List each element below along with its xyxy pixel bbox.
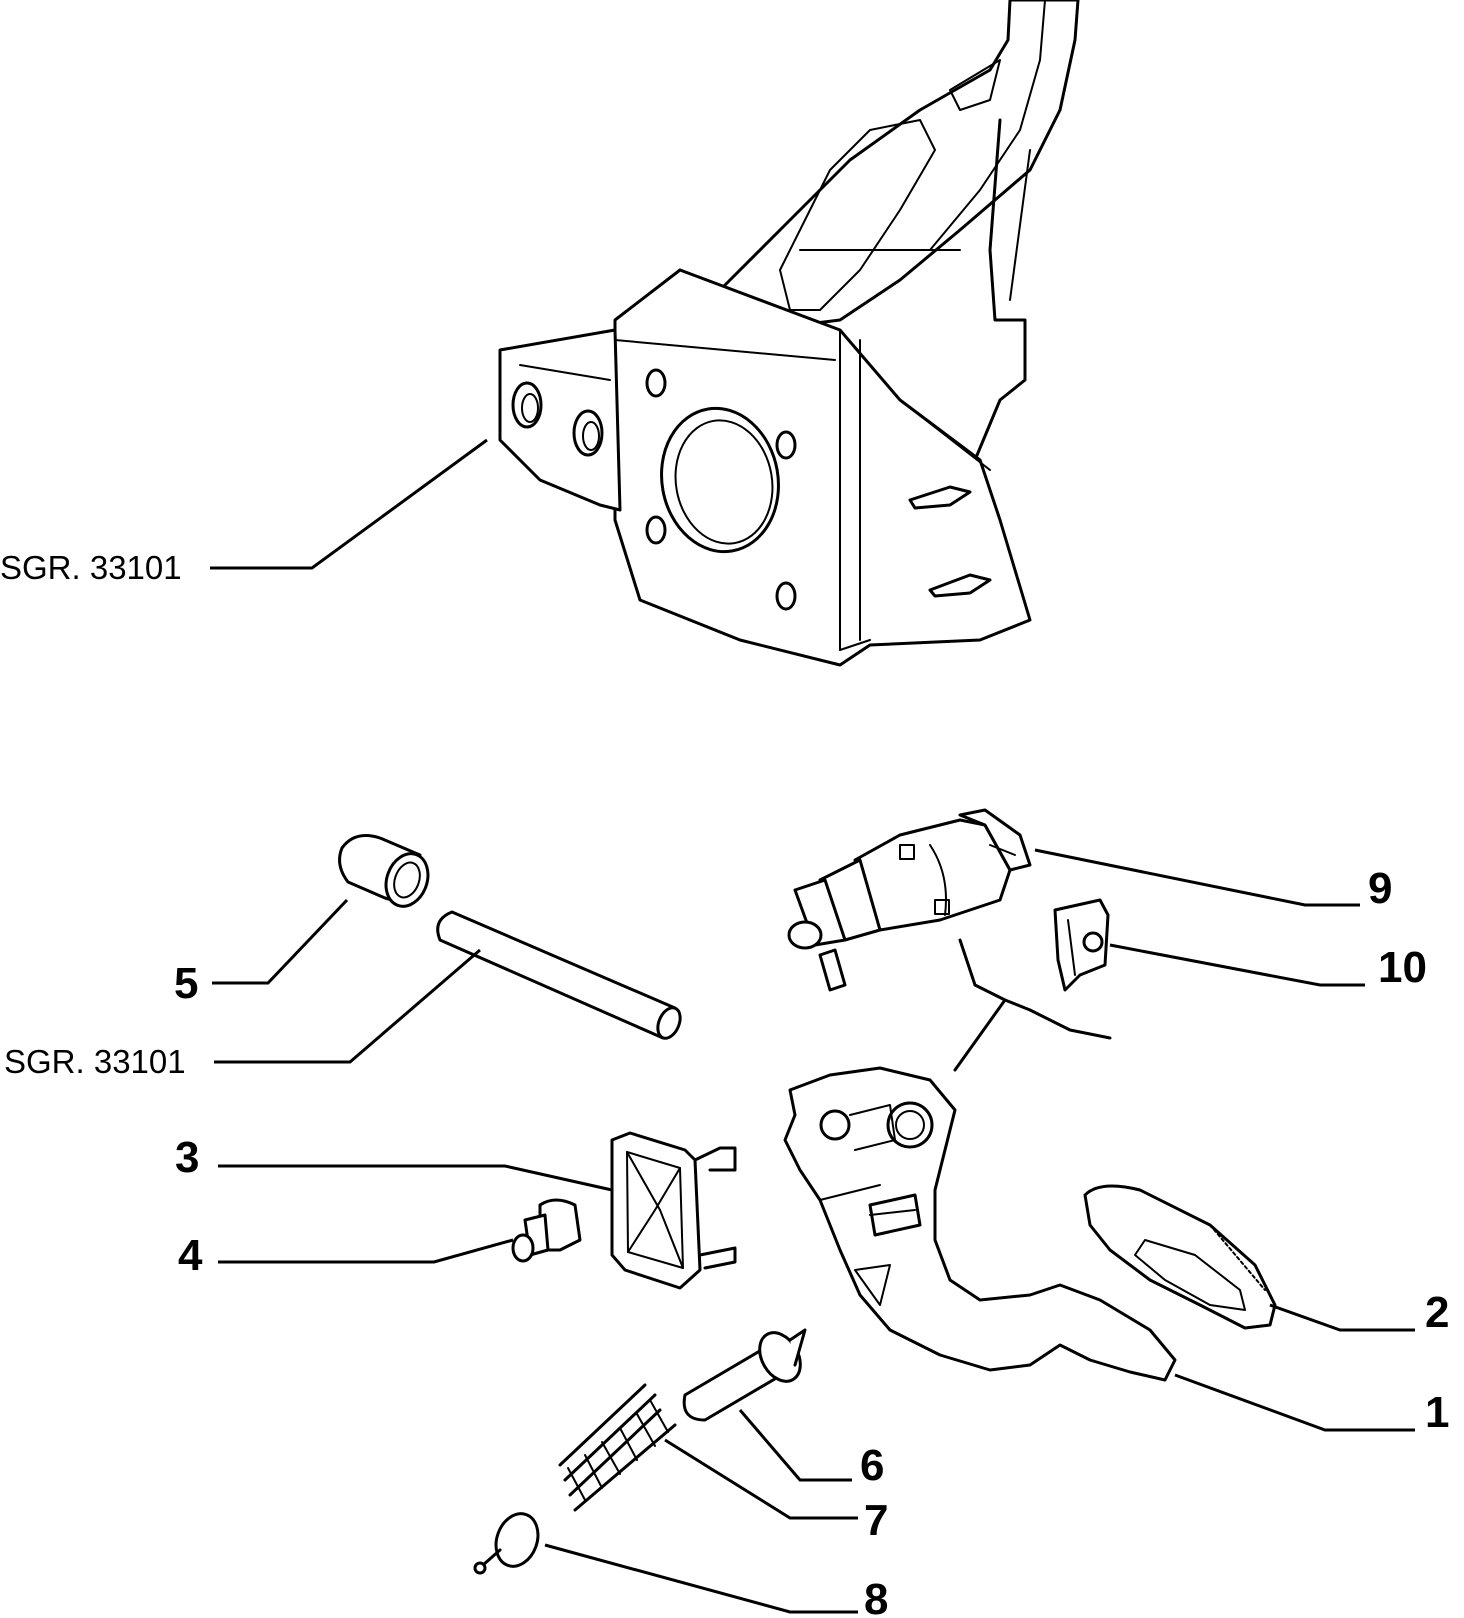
part-label-7: 7	[864, 1496, 888, 1545]
switch-wire-3	[1003, 998, 1032, 1012]
switch-wire-2	[1028, 1008, 1112, 1040]
part-label-1: 1	[1425, 1388, 1449, 1437]
leader-part-6	[738, 1409, 852, 1482]
pedal-bracket	[498, 0, 1080, 667]
leader-part-3	[218, 1164, 613, 1192]
bushing	[338, 834, 430, 908]
leader-part-7	[664, 1438, 858, 1520]
part-label-5: 5	[174, 959, 198, 1008]
retaining-clip	[1053, 898, 1110, 992]
leader-part-4	[218, 1238, 514, 1264]
leader-lines	[210, 438, 1415, 1614]
clutch-pedal-lever	[783, 1066, 1177, 1382]
leader-shaft-ref	[214, 948, 481, 1064]
stop-light-switch	[787, 808, 1032, 992]
leader-part-1	[1174, 1373, 1415, 1432]
leader-part-10	[1109, 943, 1365, 987]
part-label-4: 4	[178, 1231, 203, 1280]
part-label-6: 6	[860, 1441, 884, 1490]
coil-spring	[558, 1383, 677, 1512]
pivot-shaft	[436, 910, 682, 1040]
leader-part-2	[1269, 1303, 1415, 1332]
shaft-reference-label: SGR. 33101	[4, 1043, 186, 1080]
pedal-pad	[1083, 1184, 1277, 1330]
bracket-reference-label: SGR. 33101	[0, 549, 182, 586]
spring-pin	[682, 1328, 807, 1422]
part-label-2: 2	[1425, 1288, 1449, 1337]
switch-wire	[953, 938, 1007, 1072]
stop-pad	[610, 1131, 737, 1290]
part-label-3: 3	[175, 1133, 199, 1182]
leader-part-5	[212, 898, 349, 985]
leader-part-8	[544, 1543, 858, 1614]
leader-part-9	[1034, 848, 1360, 907]
part-label-9: 9	[1368, 864, 1392, 913]
rubber-stop	[511, 1198, 582, 1263]
leader-bracket-ref	[210, 438, 488, 570]
washer-pin	[473, 1512, 540, 1575]
part-label-10: 10	[1378, 943, 1427, 992]
part-label-8: 8	[864, 1575, 888, 1618]
